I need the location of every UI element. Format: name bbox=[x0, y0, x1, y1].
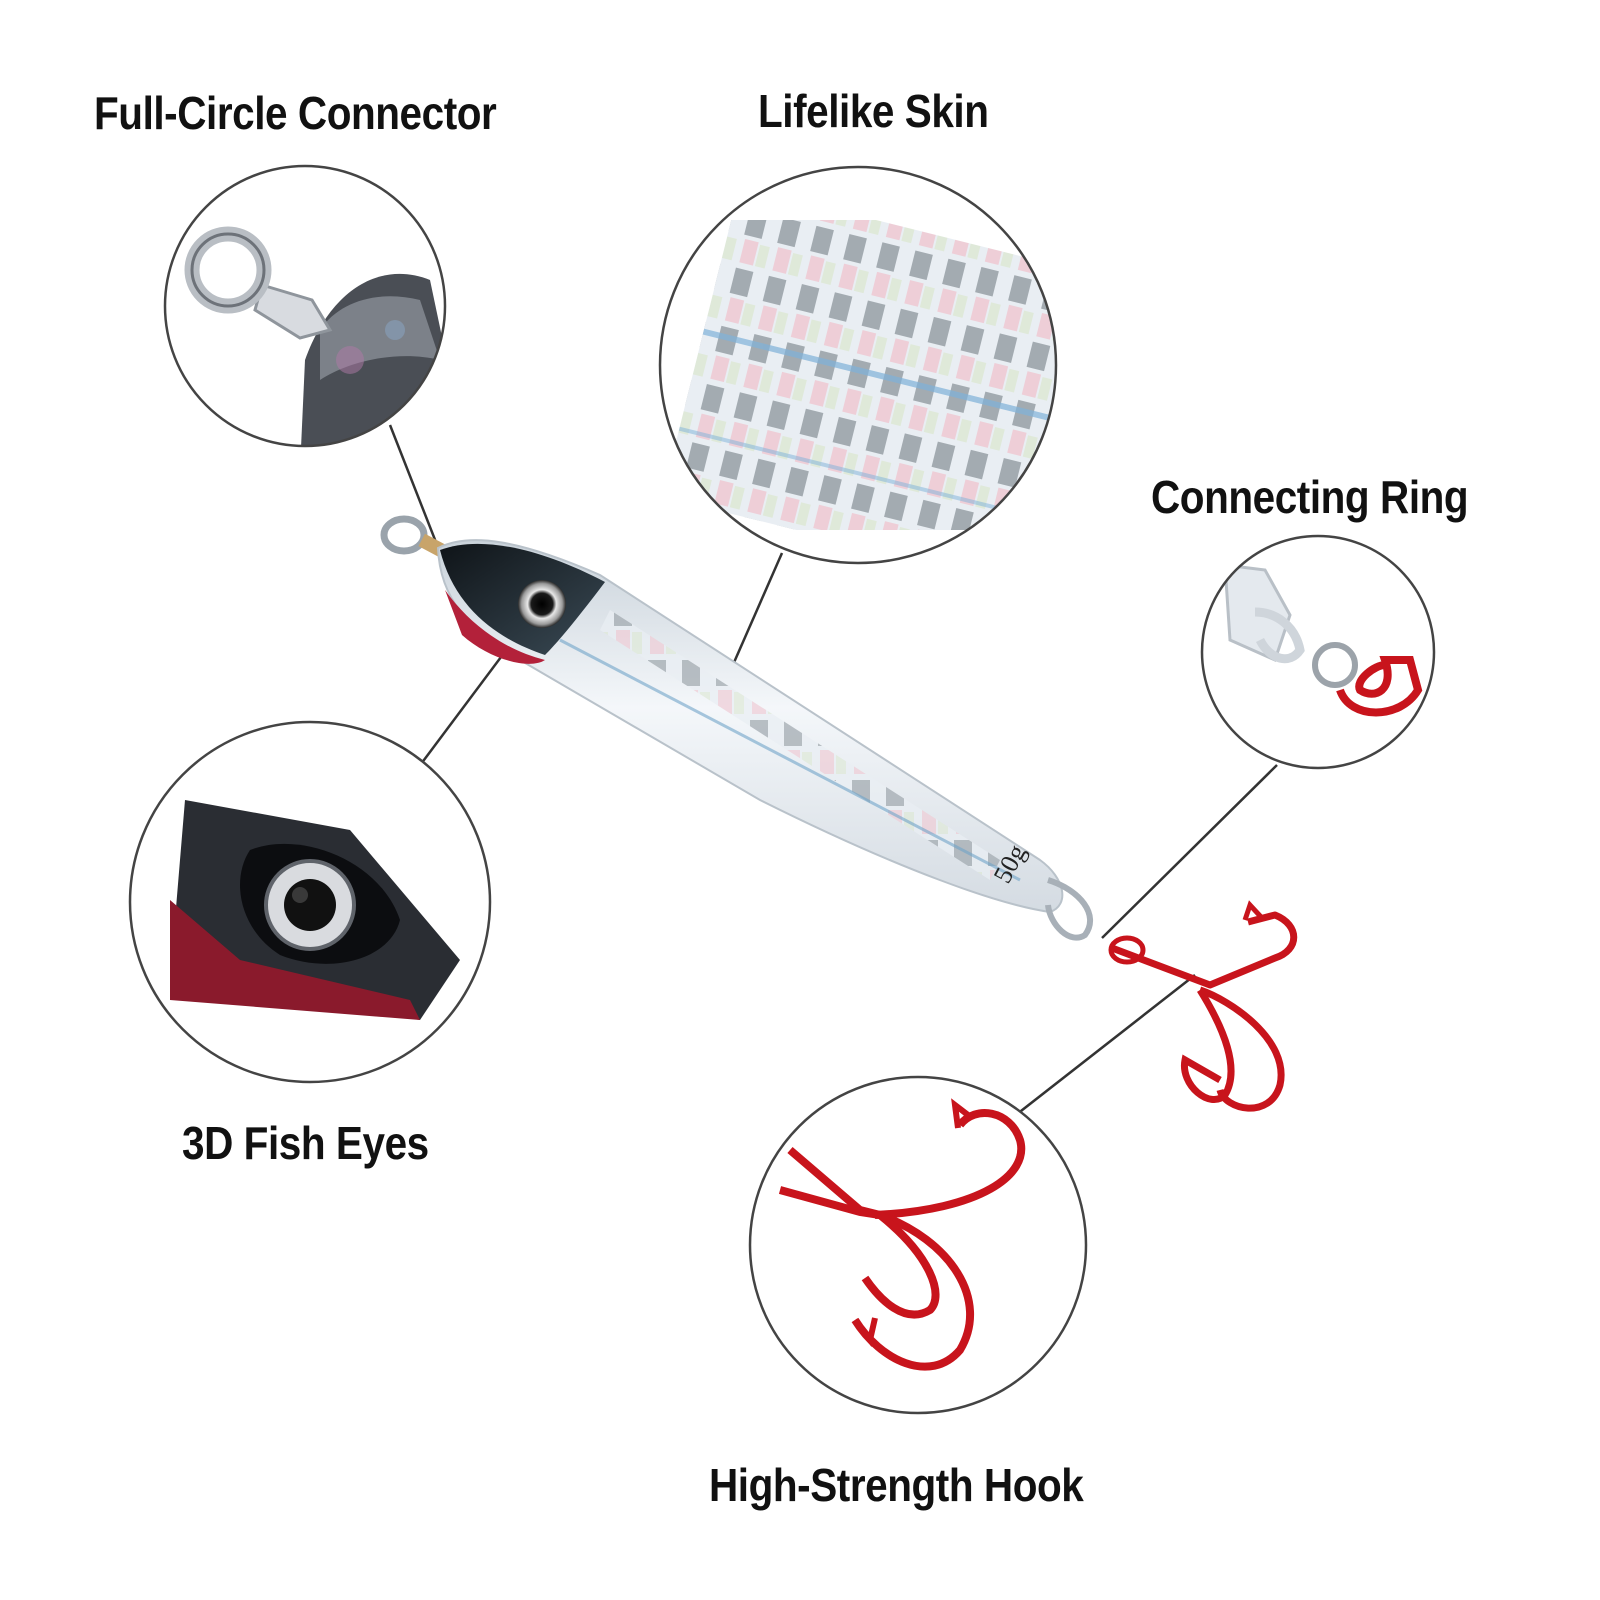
label-high-strength-hook: High-Strength Hook bbox=[709, 1459, 1084, 1511]
callout-line-hook bbox=[1011, 974, 1196, 1119]
callout-ring bbox=[1200, 534, 1436, 770]
label-full-circle-connector: Full-Circle Connector bbox=[94, 87, 497, 139]
callout-eyes bbox=[128, 720, 492, 1084]
label-3d-fish-eyes: 3D Fish Eyes bbox=[182, 1117, 429, 1169]
callout-line-eyes bbox=[416, 644, 512, 769]
label-connecting-ring: Connecting Ring bbox=[1151, 471, 1469, 523]
fish-eye-icon bbox=[518, 580, 566, 628]
callout-hook bbox=[748, 1075, 1088, 1415]
callout-skin bbox=[658, 165, 1058, 565]
label-lifelike-skin: Lifelike Skin bbox=[758, 85, 989, 137]
callout-line-ring bbox=[1101, 764, 1278, 939]
front-eyelet-icon bbox=[380, 515, 428, 555]
treble-hook-icon bbox=[1108, 900, 1298, 1112]
belly-accent bbox=[445, 590, 545, 664]
fishing-jig-lure-icon: 50g bbox=[380, 515, 1093, 941]
callout-connector bbox=[163, 164, 447, 448]
